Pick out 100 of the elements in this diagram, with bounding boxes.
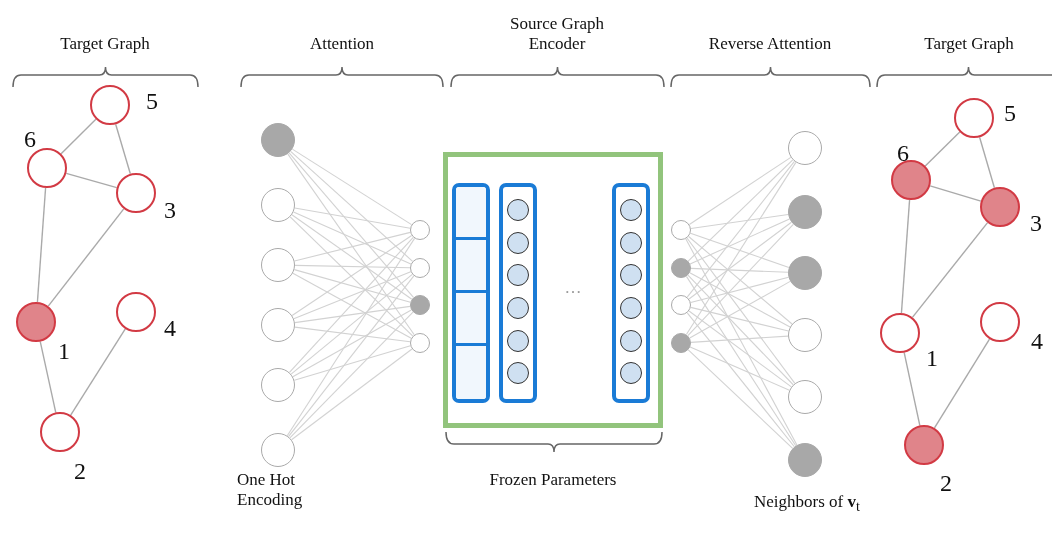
connection-line (293, 345, 411, 381)
neuron (261, 308, 295, 342)
connection-line (289, 311, 414, 439)
neuron (410, 333, 430, 353)
connection-line (685, 238, 798, 446)
neuron (261, 188, 295, 222)
node-number: 2 (940, 470, 952, 496)
section-heading: Reverse Attention (707, 34, 833, 54)
layer-column (452, 183, 490, 403)
connection-line (686, 237, 796, 384)
connection-line (687, 274, 794, 386)
graph-node (880, 313, 920, 353)
connection-line (292, 272, 412, 339)
graph-edge (924, 131, 961, 167)
graph-edge (929, 185, 982, 202)
connection-line (689, 218, 791, 265)
connection-line (690, 213, 789, 230)
connection-line (689, 232, 790, 268)
connection-line (685, 161, 797, 336)
connection-line (291, 148, 413, 226)
neuron (788, 131, 822, 165)
connection-line (291, 348, 413, 441)
node-number: 1 (926, 345, 938, 371)
graph-node (116, 173, 156, 213)
connection-line (294, 305, 411, 324)
connection-line (294, 326, 411, 343)
neuron (788, 256, 822, 290)
layer-column (612, 183, 650, 403)
encoder-neuron (620, 330, 642, 352)
section-heading: Target Graph (59, 34, 151, 54)
connection-line (690, 306, 790, 332)
connection-line (294, 264, 411, 269)
graph-edge (900, 199, 911, 314)
encoder-neuron (620, 362, 642, 384)
connection-line (688, 235, 793, 325)
neuron (410, 295, 430, 315)
node-number: 6 (897, 140, 909, 166)
connection-line (293, 271, 412, 320)
layer-segment (456, 240, 486, 293)
neuron (261, 248, 295, 282)
graph-edge (36, 187, 47, 303)
connection-line (288, 236, 414, 374)
connection-line (288, 152, 415, 298)
encoder-neuron (620, 232, 642, 254)
connection-line (291, 235, 413, 317)
connection-line (687, 223, 794, 337)
connection-line (290, 273, 413, 375)
connection-line (292, 309, 412, 378)
graph-node (954, 98, 994, 138)
neuron (788, 443, 822, 477)
connection-line (690, 267, 789, 273)
graph-node (980, 187, 1020, 227)
encoder-neuron (507, 297, 529, 319)
bracket-caption: Frozen Parameters (488, 470, 618, 490)
section-heading: Target Graph (923, 34, 1015, 54)
connection-line (286, 237, 416, 437)
connection-line (689, 280, 791, 339)
connection-line (690, 335, 789, 343)
column-caption: One Hot Encoding (237, 470, 304, 510)
connection-line (688, 310, 792, 388)
layer-segment (456, 187, 486, 240)
node-number: 1 (58, 338, 70, 364)
graph-edge (911, 221, 989, 319)
connection-line (689, 346, 790, 391)
encoder-neuron (507, 362, 529, 384)
graph-edge (60, 118, 97, 155)
neuron (788, 380, 822, 414)
graph-edge (903, 351, 921, 427)
graph-edge (978, 136, 996, 189)
connection-line (686, 312, 795, 448)
neuron (671, 295, 691, 315)
layer-segment (456, 293, 486, 346)
graph-edge (39, 340, 57, 414)
encoder-neuron (507, 199, 529, 221)
connection-line (287, 153, 415, 336)
layer-column (499, 183, 537, 403)
graph-edge (70, 328, 126, 416)
node-number: 5 (146, 88, 158, 114)
neuron (788, 195, 822, 229)
neuron (410, 220, 430, 240)
graph-edge (47, 208, 125, 307)
encoder-neuron (507, 264, 529, 286)
connection-line (291, 214, 413, 300)
node-number: 4 (164, 315, 176, 341)
column-caption: Neighbors of v$_{t}$ (753, 492, 861, 517)
neuron (671, 220, 691, 240)
connection-line (685, 275, 797, 447)
encoder-frame (443, 152, 663, 428)
node-number: 5 (1004, 100, 1016, 126)
connection-line (289, 216, 414, 337)
connection-line (293, 211, 412, 265)
encoder-neuron (620, 297, 642, 319)
connection-line (690, 276, 790, 304)
node-number: 4 (1031, 328, 1043, 354)
graph-node (90, 85, 130, 125)
graph-node (904, 425, 944, 465)
section-heading: Source Graph Encoder (509, 14, 605, 54)
neuron (261, 433, 295, 467)
connection-line (287, 275, 415, 438)
node-number: 3 (1030, 210, 1042, 236)
